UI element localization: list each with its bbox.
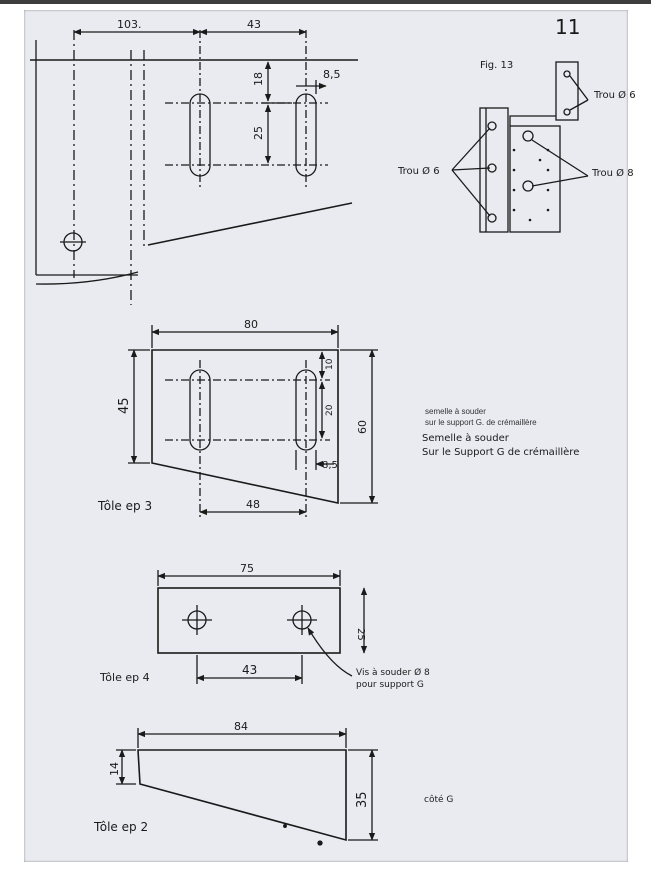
top-part-drawing bbox=[30, 28, 358, 305]
note-printed-line-1: semelle à souder bbox=[425, 407, 486, 416]
fig13-label: Fig. 13 bbox=[480, 60, 513, 71]
trou8-label: Trou Ø 8 bbox=[591, 167, 634, 179]
dim-103: 103. bbox=[117, 18, 142, 31]
trou6-left-label: Trou Ø 6 bbox=[397, 165, 440, 177]
trou6-right-label: Trou Ø 6 bbox=[593, 89, 636, 101]
tole-ep4-drawing bbox=[157, 570, 368, 684]
tole-ep2-drawing bbox=[116, 728, 378, 846]
dim-43-ep4: 43 bbox=[242, 663, 257, 677]
dim-48: 48 bbox=[246, 498, 260, 511]
dim-75: 75 bbox=[240, 562, 254, 575]
dim-8-5-ep3: 8,5 bbox=[322, 460, 338, 471]
note-handwritten-line-1: Semelle à souder bbox=[422, 432, 510, 444]
dim-60: 60 bbox=[356, 420, 369, 434]
dim-84: 84 bbox=[234, 720, 248, 733]
side-label: côté G bbox=[424, 794, 453, 805]
paper-sheet bbox=[24, 10, 628, 862]
note-printed-line-2: sur le support G. de crémaillère bbox=[425, 418, 537, 427]
tole-ep2-label: Tôle ep 2 bbox=[93, 820, 148, 834]
dim-18: 18 bbox=[252, 72, 265, 86]
fig13-drawing bbox=[451, 61, 589, 233]
callout-line-1: Vis à souder Ø 8 bbox=[356, 667, 430, 678]
note-handwritten-line-2: Sur le Support G de crémaillère bbox=[422, 446, 579, 458]
tole-ep3-label: Tôle ep 3 bbox=[97, 499, 152, 513]
tole-ep3-drawing bbox=[128, 325, 378, 520]
dim-20: 20 bbox=[325, 404, 335, 416]
dim-80: 80 bbox=[244, 318, 258, 331]
page-number: 11 bbox=[555, 15, 580, 39]
dim-14: 14 bbox=[108, 762, 121, 776]
scan-top-edge bbox=[0, 0, 651, 4]
tole-ep4-label: Tôle ep 4 bbox=[99, 671, 150, 684]
dim-35: 35 bbox=[355, 791, 370, 808]
dim-10: 10 bbox=[325, 358, 335, 370]
dim-8-5-top: 8,5 bbox=[323, 68, 341, 81]
dim-43-top: 43 bbox=[247, 18, 261, 31]
dim-25-ep4: 25 bbox=[355, 628, 366, 641]
dim-45: 45 bbox=[117, 397, 132, 414]
dim-25-top: 25 bbox=[252, 126, 265, 140]
callout-line-2: pour support G bbox=[356, 680, 424, 690]
